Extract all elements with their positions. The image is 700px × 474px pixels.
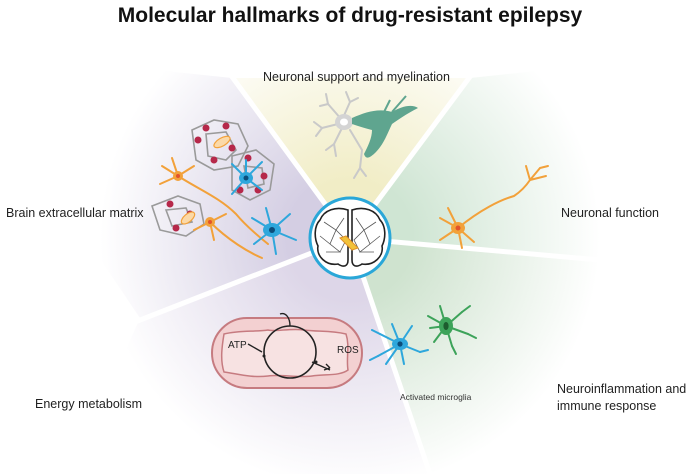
wedge-neuroinflammation xyxy=(350,238,660,474)
label-extracellular-matrix: Brain extracellular matrix xyxy=(6,206,144,220)
label-activated-microglia: Activated microglia xyxy=(400,392,472,402)
label-atp: ATP xyxy=(228,340,247,351)
oligodendrocyte-icon xyxy=(313,91,418,179)
microglia-icon xyxy=(369,305,477,365)
label-neuronal-function: Neuronal function xyxy=(561,206,659,220)
label-ros: ROS xyxy=(337,345,359,356)
label-neuroinflammation: Neuroinflammation and immune response xyxy=(557,382,687,413)
wedge-neuronal xyxy=(350,60,660,262)
figure-title: Molecular hallmarks of drug-resistant ep… xyxy=(117,4,583,27)
label-energy-metabolism: Energy metabolism xyxy=(35,397,142,411)
extracellular-matrix-icon xyxy=(150,119,297,259)
wedge-ecm xyxy=(60,60,350,318)
brain-center-icon xyxy=(308,196,392,280)
mitochondrion-icon xyxy=(211,312,363,389)
label-neuronal-support: Neuronal support and myelination xyxy=(263,70,450,84)
neuron-icon xyxy=(439,165,549,249)
wedge-support xyxy=(232,78,470,238)
